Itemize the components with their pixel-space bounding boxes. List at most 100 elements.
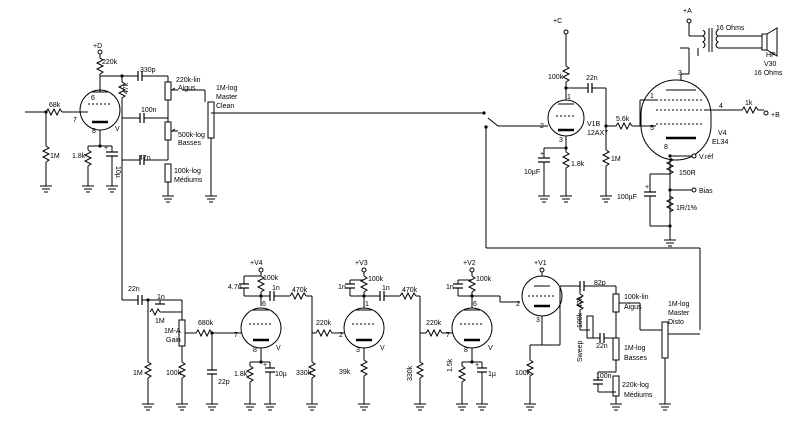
- r-470k-b-label: 470k: [402, 287, 418, 294]
- pin7-v2: 7: [446, 332, 450, 339]
- c-10u-v4s-label: 10µ: [275, 371, 287, 378]
- pin5-v4: 5: [650, 125, 654, 132]
- pin3-v1b: 3: [559, 137, 563, 144]
- resistor-1k5: [457, 365, 467, 383]
- gain-input: 22n 1M 1n 1M 1M-A Gain 680k 22p 100k: [121, 282, 242, 411]
- pot-basses-clean[interactable]: [164, 121, 172, 141]
- d-rail-label: +D: [93, 43, 102, 50]
- c-1u-label: 1µ: [488, 371, 496, 378]
- disto-tonestack: 82p 100k-lin Aigus 47k 100k Sweep 22n 1M…: [559, 280, 700, 411]
- pin2-v3: 2: [339, 332, 343, 339]
- resistor-100k-v1: [525, 359, 535, 377]
- c-47n-label: 47n: [139, 155, 151, 162]
- c-330p-label: 330p: [140, 67, 156, 74]
- pot-master-clean[interactable]: [207, 101, 215, 139]
- c-82p-label: 82p: [594, 280, 606, 287]
- pin1-v4: 1: [650, 93, 654, 100]
- r-100k-v3-label: 100k: [368, 276, 384, 283]
- pot-100klin-label: 100k-lin: [624, 294, 649, 301]
- r-1m-g-label: 1M: [133, 370, 143, 377]
- hp-label-2: V30: [764, 61, 777, 68]
- pin8-label: 8: [92, 128, 96, 135]
- ohm16-label: 16 Ohms: [716, 25, 745, 32]
- r-220k-v3-label: 220k: [316, 320, 332, 327]
- basses-b-label: Basses: [624, 355, 647, 362]
- resistor-220k-plate: [95, 57, 105, 75]
- resistor-1k8-cathode: [83, 149, 93, 167]
- resistor-1k8-v4s: [245, 365, 255, 383]
- pot-100klog-label: 100k-log: [174, 168, 201, 175]
- pot-gain-label-1: 1M-A: [164, 328, 181, 335]
- pot-sweep[interactable]: [586, 315, 594, 339]
- r-330k-a-label: 330k: [296, 370, 312, 377]
- resistor-100k-v1b: [561, 65, 571, 83]
- basses-label: Basses: [178, 140, 201, 147]
- c-10uf-plus: +: [540, 151, 544, 158]
- c-1n-v3a-label: 1n: [338, 284, 346, 291]
- r-1m-label: 1M: [50, 153, 60, 160]
- resistor-1r: [665, 195, 675, 213]
- pot-master-disto[interactable]: [661, 321, 669, 359]
- resistor-1k-screen: [741, 105, 759, 115]
- r-100k-v2-label: 100k: [476, 276, 492, 283]
- c-22p-label: 22p: [218, 379, 230, 386]
- aigus-b-label: Aigus: [624, 304, 642, 311]
- v2-rail-label: +V2: [463, 260, 476, 267]
- c-10uf-label: 10µF: [524, 169, 540, 176]
- channel-switch[interactable]: [482, 111, 701, 330]
- pot-mediums-clean[interactable]: [164, 163, 172, 183]
- pin8-v4: 8: [664, 144, 668, 151]
- c-1u-plus: +: [475, 362, 479, 369]
- r-1k8-v4s-label: 1.8k: [234, 371, 248, 378]
- stage-v1: +V1 2 3 100k: [515, 260, 563, 411]
- pin3-v1: 3: [536, 317, 540, 324]
- v4-preamp-tube: [240, 307, 282, 349]
- master-clean-1: 1M-log: [216, 85, 238, 92]
- c-10u-v4s-plus: +: [263, 362, 267, 369]
- pot-aigus-clean[interactable]: [164, 81, 172, 101]
- v4-output-stage: +A 16 Ohms HP V30 16 Ohms 3 1 4 5 8 V4 E…: [617, 8, 783, 247]
- resistor-330k-b: [415, 361, 425, 379]
- c-22n-v1b-label: 22n: [586, 75, 598, 82]
- output-transformer-secondary: [715, 29, 719, 49]
- c-10u-label: 10µ: [114, 166, 121, 178]
- master-clean-2: Master: [216, 94, 238, 101]
- resistor-47k-disto: [575, 293, 585, 311]
- resistor-150r: [665, 157, 675, 175]
- mediums-b-label: Médiums: [624, 392, 653, 399]
- r-39k-label: 39k: [339, 369, 351, 376]
- c-10u-plus: +: [104, 145, 108, 152]
- pot-basses-disto[interactable]: [612, 337, 620, 361]
- pin3-v4: 3: [678, 70, 682, 77]
- v1-rail-label: +V1: [534, 260, 547, 267]
- resistor-220k-v2: [425, 328, 443, 338]
- v3-rail-label: +V3: [355, 260, 368, 267]
- c-1n-v3b-label: 1n: [382, 285, 390, 292]
- vref-label: V.réf: [699, 154, 713, 161]
- pot-500klog-label: 500k-log: [178, 132, 205, 139]
- pot-100k-sweep-label: 100k: [577, 312, 584, 328]
- resistor-1m-v1b: [601, 149, 611, 167]
- pot-mediums-disto[interactable]: [612, 375, 620, 397]
- c-100uf-plus: +: [645, 184, 649, 191]
- output-transformer-primary: [702, 29, 706, 49]
- speaker-icon: [761, 33, 768, 51]
- r-1r-label: 1R/1%: [676, 205, 697, 212]
- r-1k8-v1b-label: 1.8k: [571, 161, 585, 168]
- v1b-stage: +C 100k 22n 1 2 3 V1B 12AX7 + 10µF 1.8k: [524, 18, 640, 203]
- c-1n-v4s-label: 1n: [272, 285, 280, 292]
- el34-tube: [640, 79, 712, 161]
- resistor-1m-grid: [41, 145, 51, 163]
- resistor-470k-a: [289, 291, 307, 301]
- c-22n-b-label: 22n: [596, 343, 608, 350]
- resistor-100k-gain: [177, 361, 187, 379]
- c-rail-label: +C: [553, 18, 562, 25]
- c-100uf-label: 100µF: [617, 194, 637, 201]
- r-100k-v1b-label: 100k: [548, 74, 564, 81]
- pot-aigus-disto[interactable]: [612, 293, 620, 313]
- resistor-470k-b: [399, 291, 417, 301]
- hp-label-3: 16 Ohms: [754, 70, 783, 77]
- resistor-100k-v2: [467, 275, 477, 293]
- c-22n-g-label: 22n: [128, 286, 140, 293]
- aigus-label: Aigus: [178, 85, 196, 92]
